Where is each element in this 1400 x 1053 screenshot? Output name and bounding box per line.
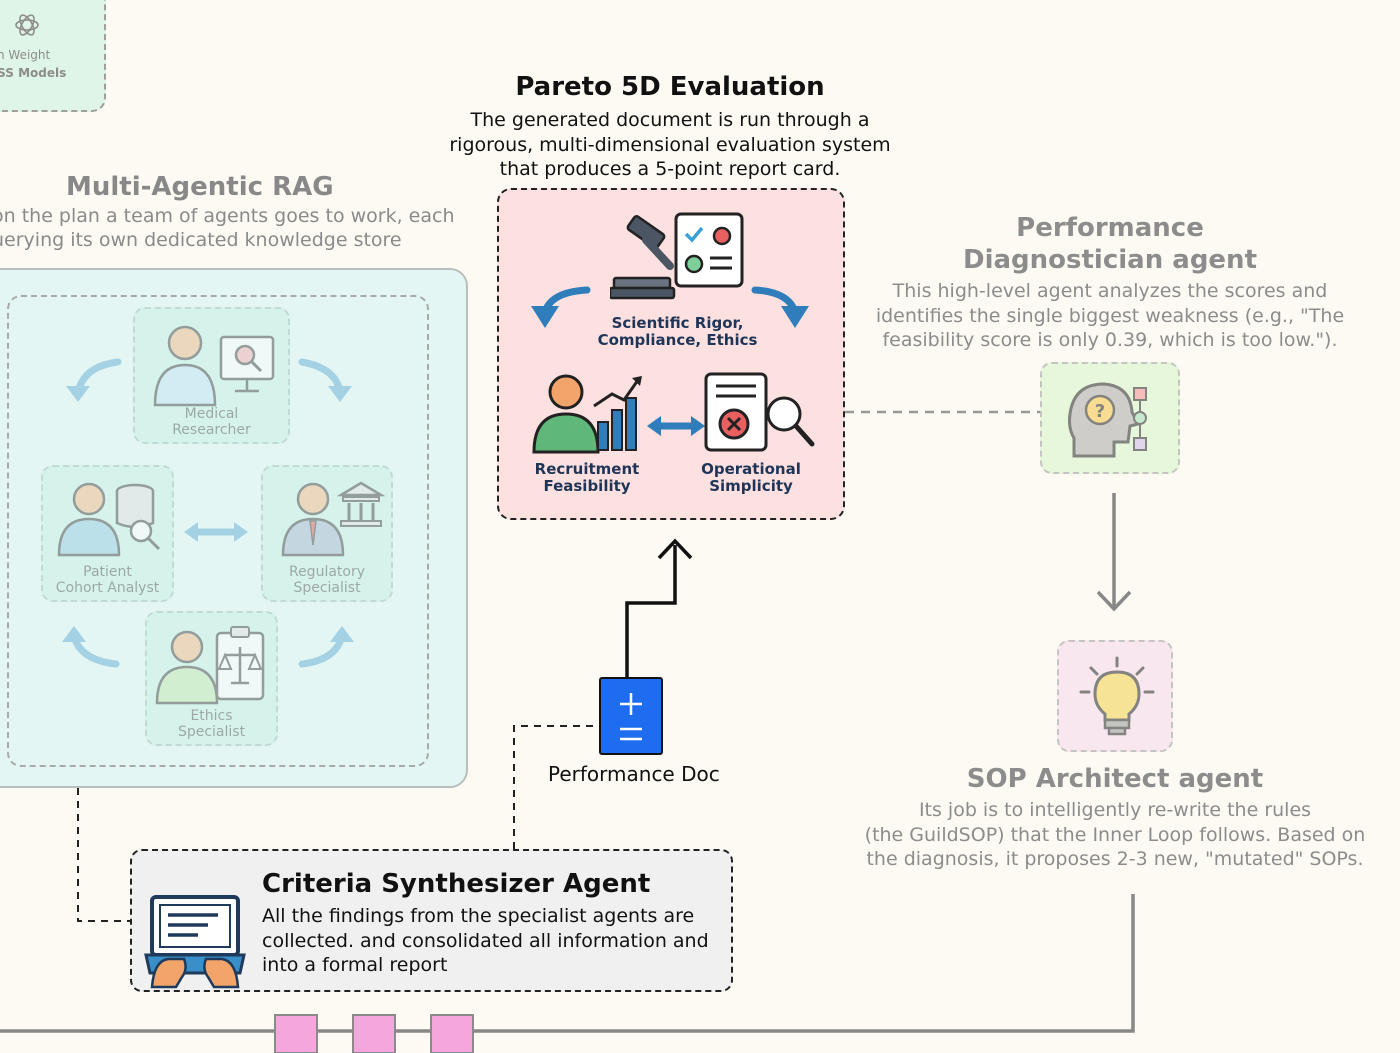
ethics-specialist-label: Ethics Specialist [177, 708, 246, 740]
rag-flow-arrows [62, 358, 354, 668]
rag-arrow-top-left [74, 358, 122, 396]
sop-block-2 [352, 1014, 396, 1053]
medical-researcher-icon [153, 325, 275, 407]
rag-to-criteria-connector [77, 788, 130, 922]
sop-desc-line3: the diagnosis, it proposes 2-3 new, "mut… [866, 848, 1364, 870]
pareto-title: Pareto 5D Evaluation [515, 72, 825, 102]
diagnostician-card: ? [1040, 362, 1180, 474]
gavel-checklist-icon [610, 212, 744, 300]
doc-to-pareto-arrow [625, 545, 677, 677]
diagnostician-title: Performance Diagnostician agent [963, 213, 1257, 275]
open-weight-line2: -OSS Models [0, 66, 67, 80]
recruitment-chart-icon [532, 374, 642, 454]
pareto-flow-arrows [531, 286, 809, 436]
ethics-specialist-card: Ethics Specialist [145, 611, 278, 746]
document-search-icon [704, 372, 815, 452]
pareto-description: The generated document is run through a … [440, 108, 900, 182]
sop-block-1 [274, 1014, 318, 1053]
criteria-desc-line2: collected. and consolidated all informat… [262, 929, 709, 952]
patient-cohort-label: Patient Cohort Analyst [55, 564, 160, 596]
rag-desc-line1: on the plan a team of agents goes to wor… [0, 205, 455, 227]
rag-desc-line2: uerying its own dedicated knowledge stor… [0, 229, 402, 251]
performance-doc-icon [599, 677, 663, 755]
sop-desc-line1: Its job is to intelligently re-write the… [918, 799, 1312, 821]
laptop-typing-icon [144, 895, 246, 989]
diagnostic-head-icon: ? [1068, 382, 1147, 458]
openai-logo-icon [15, 14, 39, 36]
patient-cohort-card: Patient Cohort Analyst [41, 465, 174, 602]
lightbulb-icon [1079, 656, 1155, 736]
pareto-desc-line3: that produces a 5-point report card. [499, 158, 841, 180]
diagnostician-description: This high-level agent analyzes the score… [860, 279, 1360, 353]
sop-block-3 [430, 1014, 474, 1053]
pareto-desc-line2: rigorous, multi-dimensional evaluation s… [449, 133, 891, 156]
pareto-desc-line1: The generated document is run through a [470, 109, 870, 131]
sop-architect-title: SOP Architect agent [966, 764, 1264, 794]
rag-agents-layer: Medical Researcher Patient Cohort Analys… [0, 0, 470, 790]
open-weight-models-card: pen Weight -OSS Models [0, 0, 106, 112]
scientific-rigor-label: Scientific Rigor, Compliance, Ethics [597, 314, 758, 349]
plus-minus-icon [620, 693, 642, 741]
rag-description: on the plan a team of agents goes to wor… [0, 204, 462, 252]
regulatory-specialist-card: Regulatory Specialist [261, 465, 393, 602]
rag-arrow-bottom-left [70, 632, 120, 668]
regulatory-specialist-label: Regulatory Specialist [288, 564, 366, 596]
svg-text:?: ? [1095, 401, 1105, 422]
regulatory-specialist-icon [281, 481, 386, 557]
criteria-synthesizer-title: Criteria Synthesizer Agent [262, 869, 651, 899]
sop-architect-card [1057, 640, 1173, 752]
sop-architect-description: Its job is to intelligently re-write the… [855, 798, 1375, 872]
rag-arrow-bottom-right [298, 632, 346, 668]
performance-doc-label: Performance Doc [548, 762, 720, 786]
criteria-desc-line1: All the findings from the specialist age… [262, 905, 695, 927]
sop-desc-line2: (the GuildSOP) that the Inner Loop follo… [864, 823, 1366, 846]
recruitment-feasibility-label: Recruitment Feasibility [534, 460, 640, 495]
rag-agent-group [7, 295, 429, 767]
diag-desc-line1: This high-level agent analyzes the score… [892, 280, 1328, 302]
diag-desc-line2: identifies the single biggest weakness (… [875, 304, 1345, 327]
rag-title: Multi-Agentic RAG [66, 172, 334, 202]
operational-simplicity-label: Operational Simplicity [701, 460, 801, 495]
criteria-to-doc-connector [513, 725, 599, 849]
rag-arrow-top-right [298, 358, 344, 396]
medical-researcher-card: Medical Researcher [133, 307, 290, 444]
ethics-specialist-icon [155, 626, 265, 705]
open-weight-line1: pen Weight [0, 48, 51, 62]
diag-desc-line3: feasibility score is only 0.39, which is… [882, 329, 1338, 351]
medical-researcher-label: Medical Researcher [172, 406, 251, 438]
criteria-synthesizer-description: All the findings from the specialist age… [262, 904, 722, 978]
pareto-evaluation-card [497, 188, 845, 520]
rag-container [0, 268, 468, 788]
patient-cohort-icon [57, 482, 161, 557]
criteria-desc-line3: into a formal report [262, 954, 448, 976]
